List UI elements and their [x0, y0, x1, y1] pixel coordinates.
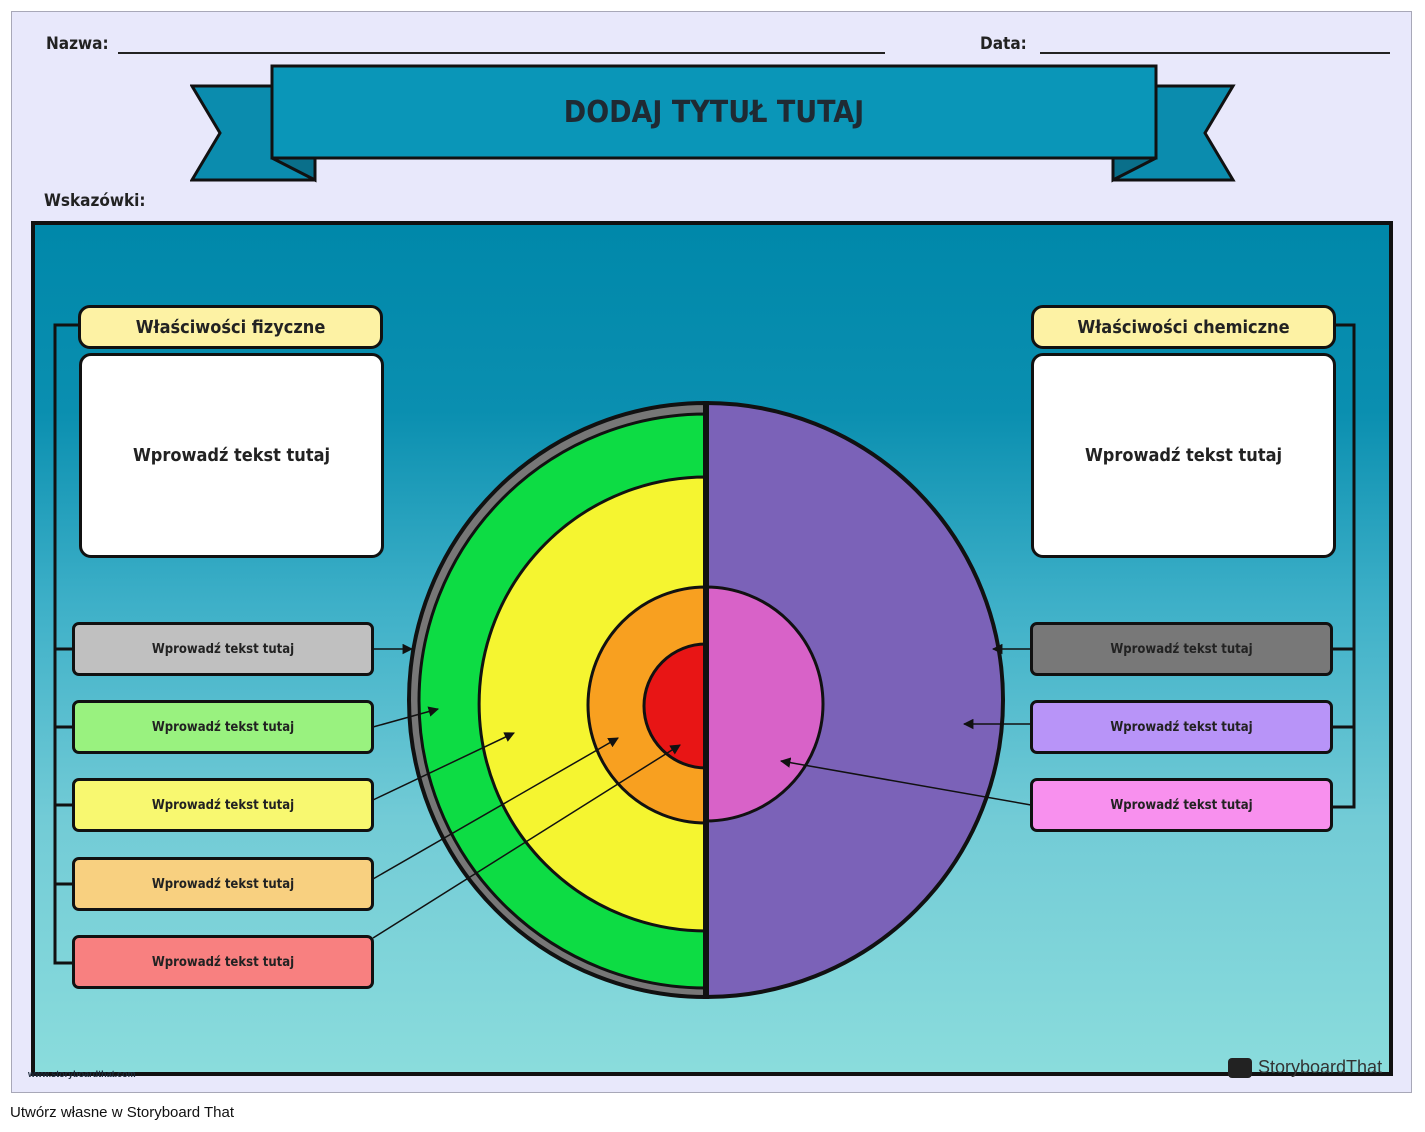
right-label-1[interactable]: Wprowadź tekst tutaj: [1030, 622, 1333, 676]
right-label-3[interactable]: Wprowadź tekst tutaj: [1030, 778, 1333, 832]
chemical-properties-box[interactable]: Wprowadź tekst tutaj: [1031, 353, 1336, 558]
arrow-5: [372, 744, 681, 939]
left-label-4[interactable]: Wprowadź tekst tutaj: [72, 857, 374, 911]
inner-core-left: [642, 642, 708, 770]
mantle-right: [704, 400, 1005, 1000]
watermark-url: www.storyboardthat.com: [28, 1069, 136, 1079]
watermark-logo: StoryboardThat: [1228, 1057, 1382, 1078]
footer-link[interactable]: Utwórz własne w Storyboard That: [10, 1104, 234, 1121]
physical-properties-heading[interactable]: Właściwości fizyczne: [78, 305, 383, 349]
watermark-brand: StoryboardThat: [1258, 1057, 1383, 1077]
directions-label: Wskazówki:: [44, 191, 146, 211]
physical-properties-box[interactable]: Wprowadź tekst tutaj: [79, 353, 384, 558]
page-title[interactable]: DODAJ TYTUŁ TUTAJ: [563, 94, 865, 130]
arrow-4: [372, 737, 619, 880]
arrow-3: [372, 732, 515, 801]
left-bracket: [53, 323, 80, 965]
right-label-2[interactable]: Wprowadź tekst tutaj: [1030, 700, 1333, 754]
left-label-1[interactable]: Wprowadź tekst tutaj: [72, 622, 374, 676]
chemical-properties-heading[interactable]: Właściwości chemiczne: [1031, 305, 1336, 349]
date-label: Data:: [980, 34, 1027, 54]
name-line[interactable]: [118, 52, 885, 54]
arrow-8: [779, 757, 1032, 806]
storyboard-icon: [1228, 1057, 1252, 1078]
title-banner: [190, 64, 1236, 183]
name-label: Nazwa:: [46, 34, 109, 54]
date-line[interactable]: [1040, 52, 1390, 54]
left-label-5[interactable]: Wprowadź tekst tutaj: [72, 935, 374, 989]
left-label-2[interactable]: Wprowadź tekst tutaj: [72, 700, 374, 754]
arrow-2: [372, 706, 440, 728]
right-bracket: [1333, 323, 1356, 809]
left-label-3[interactable]: Wprowadź tekst tutaj: [72, 778, 374, 832]
